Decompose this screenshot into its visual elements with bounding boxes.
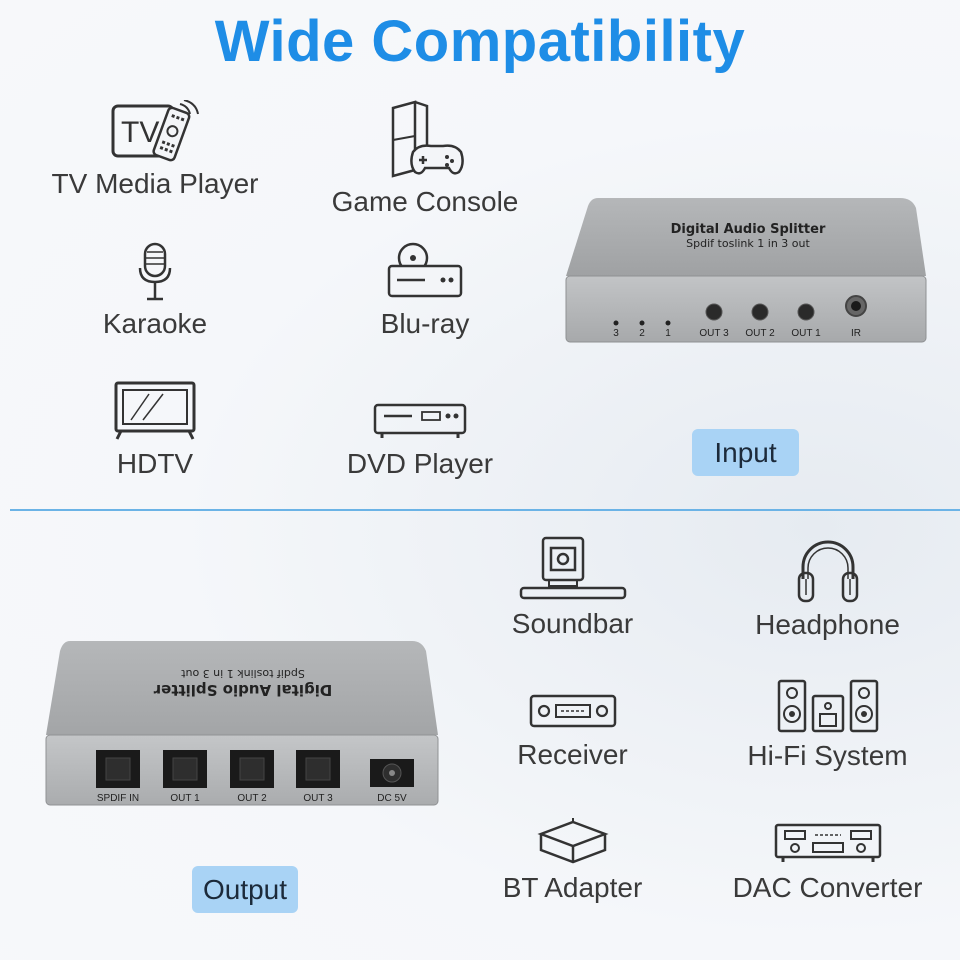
button-label: OUT 2 bbox=[745, 328, 775, 339]
device-bt-adapter: BT Adapter bbox=[465, 818, 680, 904]
device-hifi-system: Hi-Fi System bbox=[720, 678, 935, 772]
bt-adapter-icon bbox=[536, 818, 609, 864]
device-label: DAC Converter bbox=[732, 872, 923, 903]
device-receiver: Receiver bbox=[465, 693, 680, 771]
bluray-player-icon bbox=[387, 242, 463, 298]
splitter-name: Digital Audio Splitter bbox=[671, 222, 826, 237]
headphone-icon bbox=[797, 540, 858, 603]
input-badge: Input bbox=[692, 429, 799, 476]
device-label: Karaoke bbox=[102, 308, 208, 339]
device-tv-media-player: TV TV Media Player bbox=[40, 100, 270, 200]
device-label: Blu-ray bbox=[380, 308, 470, 339]
ir-receiver-hole bbox=[851, 301, 861, 311]
page-title: Wide Compatibility bbox=[214, 9, 746, 74]
dac-converter-icon bbox=[774, 823, 881, 862]
device-label: Hi-Fi System bbox=[747, 740, 908, 771]
device-label: Soundbar bbox=[511, 608, 634, 639]
device-label: TV Media Player bbox=[51, 168, 259, 199]
port-label: SPDIF IN bbox=[97, 793, 139, 804]
device-headphone: Headphone bbox=[720, 535, 935, 641]
game-console-icon bbox=[391, 100, 464, 178]
hdtv-icon bbox=[114, 381, 196, 440]
device-label: BT Adapter bbox=[502, 872, 643, 903]
device-dac-converter: DAC Converter bbox=[720, 822, 935, 904]
power-label: DC 5V bbox=[377, 793, 407, 804]
out2-select-button[interactable] bbox=[751, 303, 769, 321]
dvd-player-icon bbox=[373, 403, 467, 438]
soundbar-icon bbox=[519, 536, 626, 600]
led-indicator bbox=[665, 320, 671, 326]
optical-out1-port[interactable] bbox=[163, 750, 207, 788]
led-label: 1 bbox=[665, 328, 671, 339]
device-bluray: Blu-ray bbox=[310, 242, 540, 340]
out3-select-button[interactable] bbox=[705, 303, 723, 321]
spdif-in-port[interactable] bbox=[96, 750, 140, 788]
device-label: HDTV bbox=[116, 448, 194, 479]
device-label: DVD Player bbox=[346, 448, 494, 479]
led-label: 2 bbox=[639, 328, 645, 339]
port-label: OUT 2 bbox=[237, 793, 267, 804]
splitter-front-image: Digital Audio Splitter Spdif toslink 1 i… bbox=[565, 198, 927, 343]
device-hdtv: HDTV bbox=[40, 380, 270, 480]
tv-icon-text: TV bbox=[121, 116, 159, 149]
device-karaoke: Karaoke bbox=[40, 242, 270, 340]
led-indicator bbox=[613, 320, 619, 326]
splitter-top-panel bbox=[46, 641, 438, 735]
device-soundbar: Soundbar bbox=[465, 536, 680, 640]
microphone-icon bbox=[138, 242, 172, 301]
device-label: Headphone bbox=[755, 609, 900, 640]
section-divider bbox=[10, 509, 960, 511]
ir-label: IR bbox=[851, 328, 861, 339]
device-game-console: Game Console bbox=[310, 100, 540, 218]
hifi-speakers-icon bbox=[777, 679, 878, 733]
receiver-icon bbox=[529, 694, 616, 728]
splitter-top-panel bbox=[566, 198, 926, 276]
button-label: OUT 3 bbox=[699, 328, 729, 339]
splitter-name: Digital Audio Splitter bbox=[153, 681, 332, 699]
tv-remote-icon: TV bbox=[111, 100, 199, 162]
splitter-subtitle: Spdif toslink 1 in 3 out bbox=[686, 237, 810, 250]
optical-out2-port[interactable] bbox=[230, 750, 274, 788]
optical-out3-port[interactable] bbox=[296, 750, 340, 788]
output-badge: Output bbox=[192, 866, 298, 913]
splitter-subtitle: Spdif toslink 1 in 3 out bbox=[181, 667, 305, 680]
dc-power-port[interactable] bbox=[370, 759, 414, 787]
led-indicator bbox=[639, 320, 645, 326]
led-label: 3 bbox=[613, 328, 619, 339]
out1-select-button[interactable] bbox=[797, 303, 815, 321]
splitter-back-image: Digital Audio Splitter Spdif toslink 1 i… bbox=[45, 641, 439, 806]
device-dvd-player: DVD Player bbox=[305, 402, 535, 480]
device-label: Receiver bbox=[517, 739, 628, 770]
device-label: Game Console bbox=[331, 186, 519, 217]
button-label: OUT 1 bbox=[791, 328, 821, 339]
port-label: OUT 3 bbox=[303, 793, 333, 804]
splitter-front-panel bbox=[565, 275, 927, 343]
port-label: OUT 1 bbox=[170, 793, 200, 804]
